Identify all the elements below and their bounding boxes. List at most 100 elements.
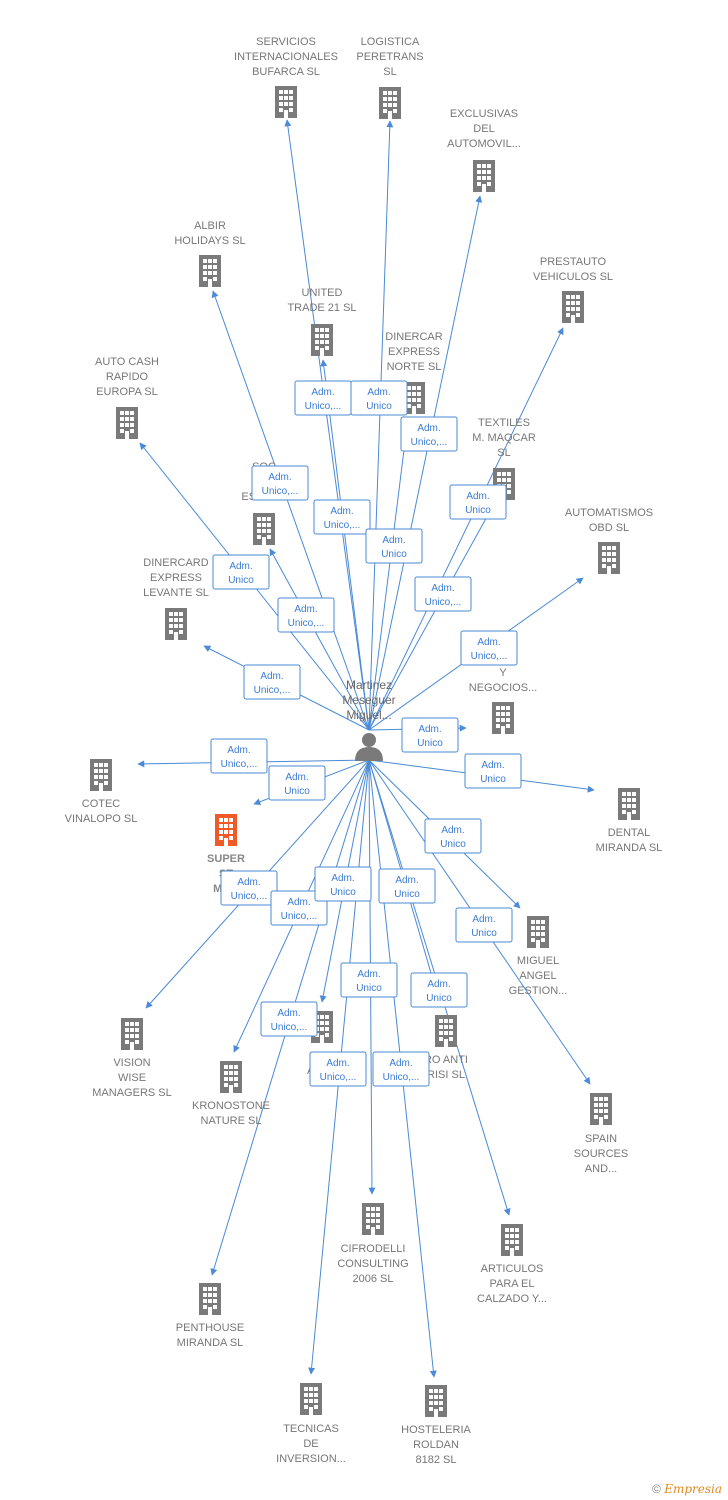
company-label-line: DINERCARD — [143, 557, 208, 569]
edge-label-adm-unico[interactable]: Adm.Unico,... — [260, 1001, 318, 1037]
building-icon — [527, 916, 549, 948]
edge-label-box — [243, 664, 301, 700]
company-label-line: DINERCAR — [385, 331, 443, 343]
company-label-line: MIRANDA SL — [596, 842, 663, 854]
edge-label-line: Adm. — [389, 1058, 412, 1069]
edge-label-adm-unico[interactable]: Adm.Unico,... — [460, 630, 518, 666]
edge-label-line: Unico — [228, 575, 254, 586]
edge-label-adm-unico[interactable]: Adm.Unico — [314, 866, 372, 902]
edge-label-adm-unico[interactable]: Adm.Unico — [212, 554, 270, 590]
building-icon — [121, 1018, 143, 1050]
edge-label-line: Adm. — [268, 472, 291, 483]
edge-label-adm-unico[interactable]: Adm.Unico,... — [277, 597, 335, 633]
edge-label-adm-unico[interactable]: Adm.Unico,... — [400, 416, 458, 452]
company-label-line: EUROPA SL — [96, 386, 158, 398]
edge-label-line: Unico — [366, 401, 392, 412]
company-label-line: 8182 SL — [416, 1454, 457, 1466]
edge-label-adm-unico[interactable]: Adm. Unico,... — [313, 499, 371, 535]
company-node-dinercard_levante[interactable]: DINERCARD EXPRESS LEVANTE SL — [143, 557, 209, 640]
edge-label-adm-unico[interactable]: Adm.Unico,... — [210, 738, 268, 774]
edge-prestauto — [368, 327, 564, 731]
company-label-line: LEVANTE SL — [143, 587, 209, 599]
edge-label-line: Adm. — [395, 875, 418, 886]
edge-label-adm-unico[interactable]: Adm.Unico — [401, 717, 459, 753]
edge-label-adm-unico[interactable]: Adm.Unico — [410, 972, 468, 1008]
edge-label-adm-unico[interactable]: Adm.Unico,... — [372, 1051, 430, 1087]
edge-label-box — [314, 866, 372, 902]
company-label-line: LOGISTICA — [361, 36, 420, 48]
company-label-line: EXPRESS — [150, 572, 202, 584]
edge-label-adm-unico[interactable]: Adm.Unico,... — [243, 664, 301, 700]
edge-label-line: Adm. — [277, 1008, 300, 1019]
edge-label-adm-unico[interactable]: Adm.Unico,... — [414, 576, 472, 612]
building-icon — [199, 1283, 221, 1315]
edge-label-line: Unico — [426, 993, 452, 1004]
edge-label-line: Unico,... — [324, 520, 361, 531]
edge-label-adm-unico[interactable]: Adm.Unico,... — [270, 890, 328, 926]
building-icon — [425, 1385, 447, 1417]
edge-label-line: Unico — [440, 839, 466, 850]
edge-label-adm-unico[interactable]: Adm.Unico,... — [294, 380, 352, 416]
edge-label-adm-unico[interactable]: Adm.Unico — [464, 753, 522, 789]
edge-label-adm-unico[interactable]: Adm.Unico — [449, 484, 507, 520]
edge-label-adm-unico[interactable]: Adm.Unico — [455, 907, 513, 943]
company-label-line: DEL — [473, 123, 494, 135]
edge-label-box — [365, 528, 423, 564]
company-label-line: 2006 SL — [353, 1273, 394, 1285]
edge-label-box — [464, 753, 522, 789]
company-label-dinercard_levante: DINERCARD EXPRESS LEVANTE SL — [143, 557, 209, 599]
edge-label-box — [455, 907, 513, 943]
edge-label-box — [424, 818, 482, 854]
edge-label-line: Unico — [471, 928, 497, 939]
edge-label-line: Adm. — [330, 506, 353, 517]
edge-labels-layer: Adm.Unico,...Adm.UnicoAdm.Unico,...Adm.U… — [210, 380, 522, 1087]
company-label-line: INVERSION... — [276, 1453, 346, 1465]
edge-label-adm-unico[interactable]: Adm.Unico — [350, 380, 408, 416]
edge-estruct — [269, 548, 370, 731]
company-label-line: PRESTAUTO — [540, 256, 607, 268]
company-label-line: OBD SL — [589, 522, 629, 534]
edge-label-adm-unico[interactable]: Adm. Unico — [424, 818, 482, 854]
brand-logo-text: Empresia — [664, 1482, 722, 1496]
edge-label-adm-unico[interactable]: Adm.Unico — [340, 962, 398, 998]
edge-label-adm-unico[interactable]: Adm.Unico,... — [220, 870, 278, 906]
edge-label-adm-unico[interactable]: Adm.Unico — [365, 528, 423, 564]
company-label-line: RAPIDO — [106, 371, 149, 383]
building-icon — [473, 160, 495, 192]
edge-label-line: Adm. — [441, 825, 464, 836]
edge-label-adm-unico[interactable]: Adm.Unico,... — [251, 465, 309, 501]
edge-label-adm-unico[interactable]: Adm.Unico — [378, 868, 436, 904]
edge-label-box — [350, 380, 408, 416]
edge-label-adm-unico[interactable]: Adm.Unico,... — [309, 1051, 367, 1087]
edge-label-adm-unico[interactable]: Adm.Unico — [268, 765, 326, 801]
building-icon — [311, 324, 333, 356]
